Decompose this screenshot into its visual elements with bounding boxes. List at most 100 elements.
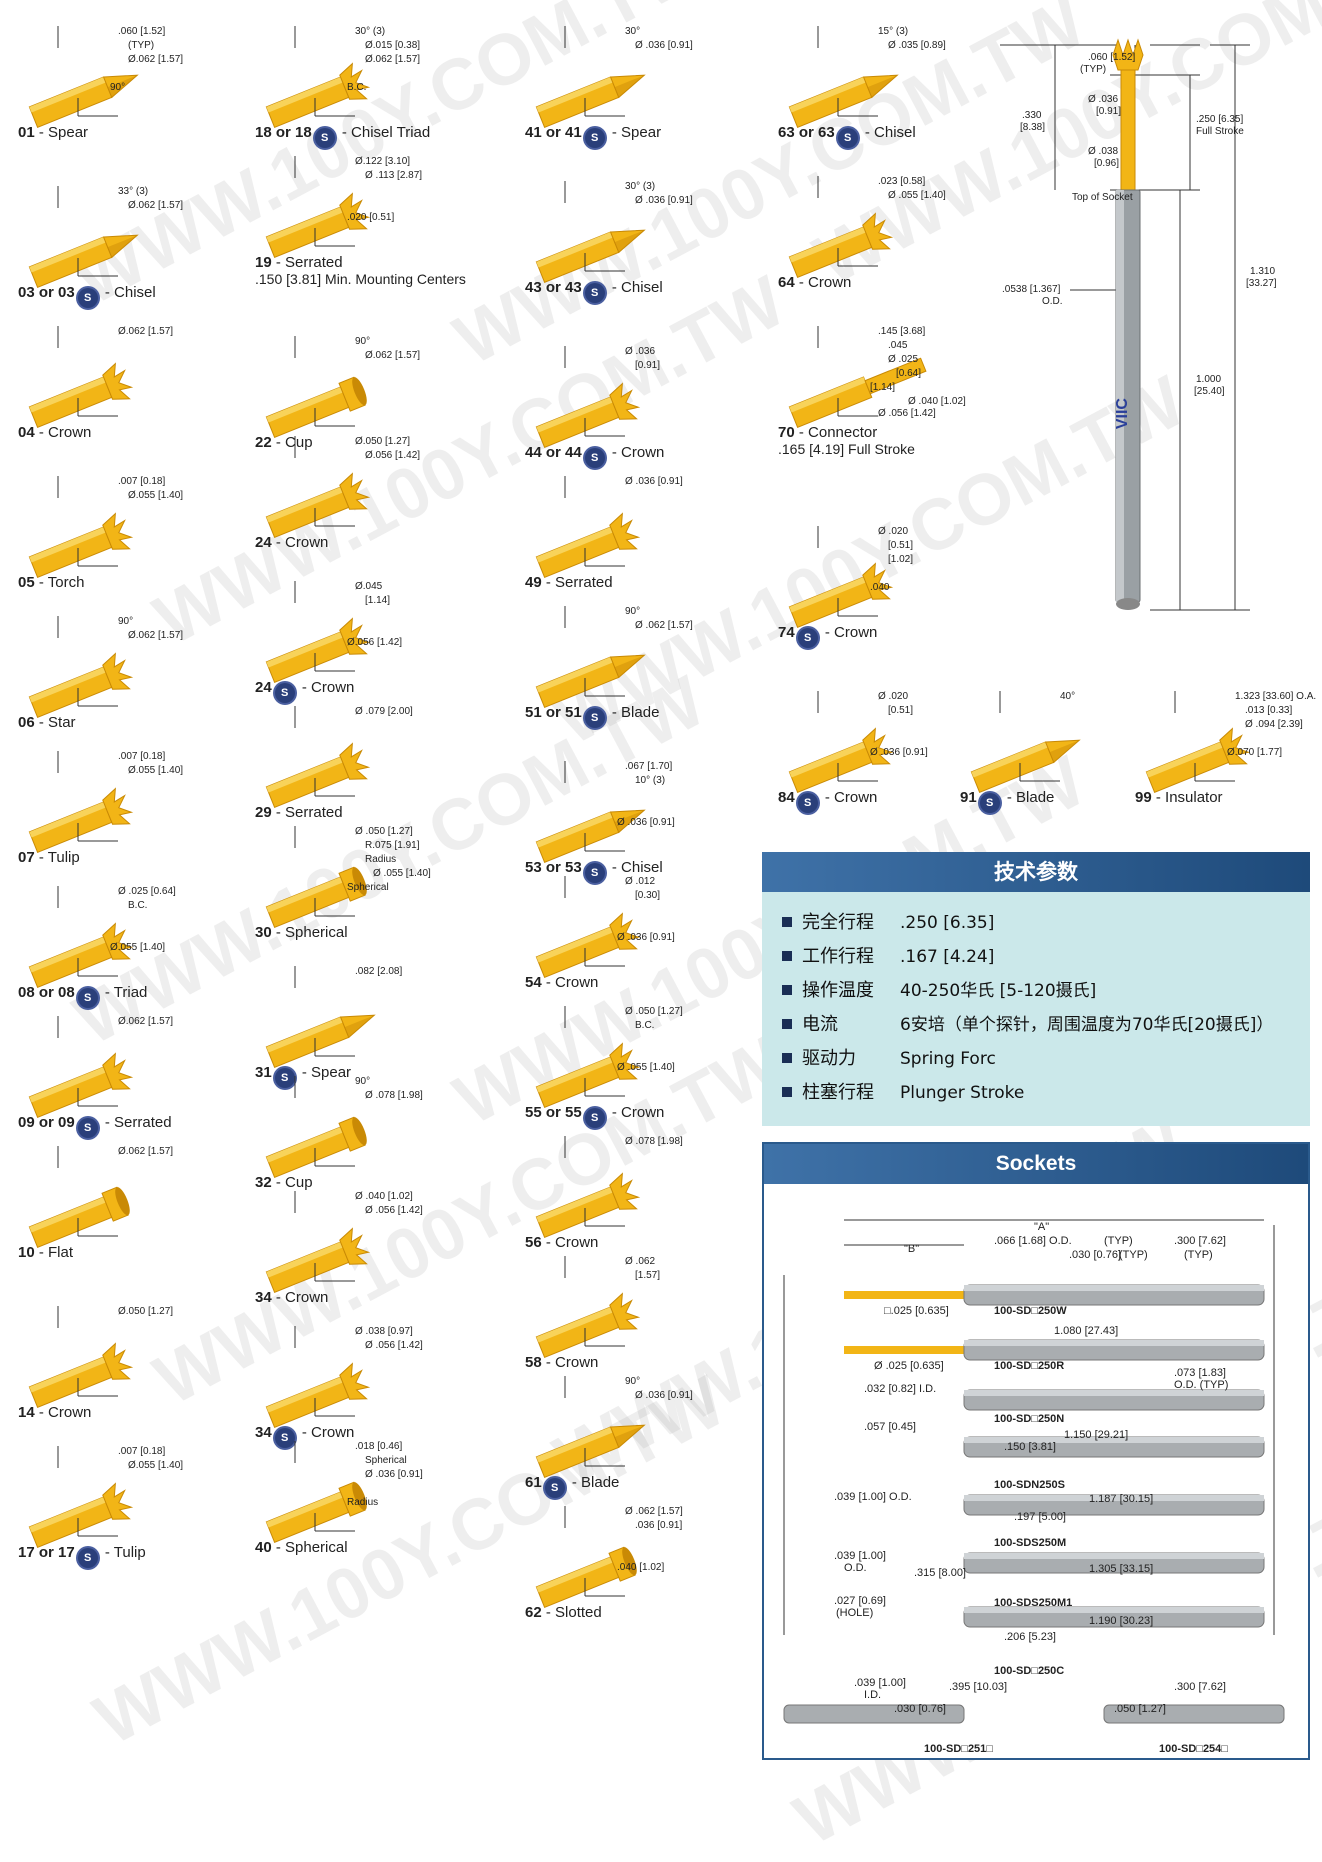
tip-name: - Crown bbox=[607, 444, 665, 461]
s-badge-icon: S bbox=[314, 128, 335, 148]
tip-caption: 05 - Torch bbox=[18, 574, 84, 591]
tip-dimension: Ø.055 [1.40] bbox=[128, 490, 184, 501]
bullet-icon bbox=[782, 985, 792, 995]
tip-number: 24 bbox=[255, 534, 272, 551]
tip-name: - Blade bbox=[1002, 789, 1055, 806]
probe-tip-icon bbox=[265, 966, 376, 1068]
probe-brand-mark: VIIC bbox=[1114, 398, 1131, 430]
socket-label: .057 [0.45] bbox=[864, 1421, 916, 1433]
tip-dimension: Ø .020 bbox=[878, 526, 909, 537]
tip-caption: 49 - Serrated bbox=[525, 574, 613, 591]
tip-10: Ø.062 [1.57]10 - Flat bbox=[18, 1140, 268, 1270]
s-badge-icon: S bbox=[544, 1478, 565, 1498]
tip-number: 31 bbox=[255, 1064, 272, 1081]
probe-tip-icon bbox=[535, 1376, 646, 1478]
tip-caption: 24 - Crown bbox=[255, 534, 328, 551]
tip-number: 49 bbox=[525, 574, 542, 591]
s-badge-icon: S bbox=[77, 1548, 98, 1568]
tip-dimension: Ø .036 [0.91] bbox=[870, 747, 928, 758]
tip-dimension: .040 bbox=[870, 582, 890, 593]
spec-key: 完全行程 bbox=[802, 912, 874, 933]
tip-caption: 04 - Crown bbox=[18, 424, 91, 441]
tip-29: Ø .079 [2.00]29 - Serrated bbox=[255, 700, 505, 830]
tip-dimension: [0.51] bbox=[888, 540, 914, 551]
tip-dimension: 30° (3) bbox=[355, 26, 386, 37]
tip-name: - Serrated bbox=[275, 804, 343, 821]
tip-number: 74 bbox=[778, 624, 795, 641]
tip-dimension: Ø .094 [2.39] bbox=[1245, 719, 1303, 730]
tip-dimension: [1.57] bbox=[635, 1270, 661, 1281]
tip-dimension: Ø .050 [1.27] bbox=[355, 826, 413, 837]
tip-name: - Crown bbox=[38, 1404, 92, 1421]
probe-tip-icon bbox=[535, 476, 641, 578]
tip-caption: 14 - Crown bbox=[18, 1404, 91, 1421]
probe-dim: .060 [1.52] bbox=[1088, 52, 1136, 63]
tip-dimension: Ø .036 [0.91] bbox=[635, 195, 693, 206]
socket-label: .300 [7.62] bbox=[1174, 1235, 1226, 1247]
tip-dimension: .007 [0.18] bbox=[118, 1446, 166, 1457]
tip-name: - Crown bbox=[297, 679, 355, 696]
tip-dimension: Ø .038 [0.97] bbox=[355, 1326, 413, 1337]
tip-dimension: Ø .062 [1.57] bbox=[625, 1506, 683, 1517]
tip-04: Ø.062 [1.57]04 - Crown bbox=[18, 320, 268, 450]
socket-label: I.D. bbox=[864, 1689, 882, 1701]
tip-dimension: Ø .055 [1.40] bbox=[888, 190, 946, 201]
s-badge-icon: S bbox=[274, 1068, 295, 1088]
tip-dimension: .020 [0.51] bbox=[347, 212, 395, 223]
socket-label: .039 [1.00] bbox=[834, 1550, 886, 1562]
tip-dimension: Ø.062 [1.57] bbox=[128, 54, 184, 65]
tip-name: - Crown bbox=[607, 1104, 665, 1121]
probe-dim: [25.40] bbox=[1194, 386, 1225, 397]
tip-name: - Cup bbox=[275, 1174, 313, 1191]
spec-key: 柱塞行程 bbox=[802, 1082, 874, 1103]
probe-tip-icon bbox=[788, 526, 894, 628]
tip-name: - Torch bbox=[38, 574, 85, 591]
tip-dimension: Ø .056 [1.42] bbox=[365, 1205, 423, 1216]
tip-caption: 34 - Crown bbox=[255, 1289, 328, 1306]
tip-dimension: .060 [1.52] bbox=[118, 26, 166, 37]
probe-dim: Ø .038 bbox=[1088, 146, 1119, 157]
tip-dimension: Ø .036 [0.91] bbox=[617, 932, 675, 943]
tip-dimension: .013 [0.33] bbox=[1245, 705, 1293, 716]
tip-name: - Chisel bbox=[860, 124, 916, 141]
socket-label: (HOLE) bbox=[836, 1607, 874, 1619]
tip-dimension: 90° bbox=[110, 82, 126, 93]
tip-dimension: Ø.070 [1.77] bbox=[1227, 747, 1283, 758]
socket-label: (TYP) bbox=[1184, 1249, 1213, 1261]
tip-dimension: [1.02] bbox=[888, 554, 914, 565]
tip-dimension: 90° bbox=[625, 1376, 641, 1387]
tip-number: 32 bbox=[255, 1174, 272, 1191]
tip-number: 34 bbox=[255, 1289, 272, 1306]
tip-dimension: Ø .113 [2.87] bbox=[365, 170, 423, 181]
tip-58: Ø .062[1.57]58 - Crown bbox=[525, 1250, 775, 1380]
tip-dimension: Ø.122 [3.10] bbox=[355, 156, 411, 167]
s-badge-icon: S bbox=[584, 128, 605, 148]
bullet-icon bbox=[782, 917, 792, 927]
s-badge-icon: S bbox=[584, 283, 605, 303]
tip-64: .023 [0.58]Ø .055 [1.40]64 - Crown bbox=[778, 170, 1028, 300]
tip-dimension: [1.14] bbox=[870, 382, 896, 393]
socket-label: .315 [8.00] bbox=[914, 1567, 966, 1579]
tip-number: 19 bbox=[255, 254, 272, 271]
tip-dimension: 40° bbox=[1060, 691, 1076, 702]
tip-name: - Blade bbox=[607, 704, 660, 721]
tip-dimension: B.C. bbox=[347, 82, 367, 93]
tip-dimension: 90° bbox=[355, 336, 371, 347]
tip-name: - Tulip bbox=[100, 1544, 146, 1561]
tip-dimension: Ø .036 bbox=[625, 346, 656, 357]
tip-dimension: Ø .078 [1.98] bbox=[625, 1136, 683, 1147]
tip-dimension: Ø .025 [0.64] bbox=[118, 886, 176, 897]
